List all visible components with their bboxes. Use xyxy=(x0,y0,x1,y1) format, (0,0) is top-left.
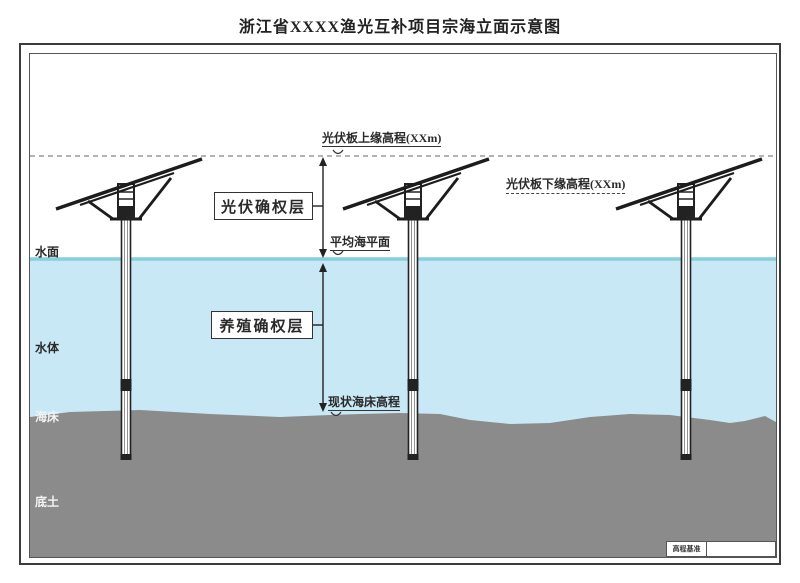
elevation-datum-table: 高程基准 xyxy=(666,541,776,557)
elevation-datum-value xyxy=(706,541,776,557)
seabed-elevation-label: 现状海床高程 xyxy=(328,395,401,412)
water-body-label: 水体 xyxy=(35,341,60,355)
seabed-label: 海床 xyxy=(35,410,60,424)
diagram-canvas: 光伏板上缘高程(XXm) 光伏板下缘高程(XXm) 光伏确权层 平均海平面 养殖… xyxy=(29,53,777,558)
panel-bottom-elevation-label: 光伏板下缘高程(XXm) xyxy=(506,177,626,195)
datum-mark-seabed xyxy=(330,411,342,417)
aquaculture-rights-layer-box: 养殖确权层 xyxy=(211,311,313,339)
water-surface-label: 水面 xyxy=(35,245,60,259)
subsoil-label: 底土 xyxy=(35,495,60,509)
aquaculture-layer-dimension-line xyxy=(313,263,327,412)
pv-rights-layer-box: 光伏确权层 xyxy=(214,192,313,220)
elevation-datum-key: 高程基准 xyxy=(666,541,706,557)
page-title: 浙江省XXXX渔光互补项目宗海立面示意图 xyxy=(238,19,562,36)
pv-layer-dimension-line xyxy=(313,157,327,258)
mean-sea-level-label: 平均海平面 xyxy=(330,235,391,252)
panel-top-elevation-label: 光伏板上缘高程(XXm) xyxy=(322,131,442,148)
datum-mark-panel-top xyxy=(332,149,344,155)
seabed-subsoil-fill xyxy=(30,410,776,557)
section-drawing xyxy=(30,149,776,557)
datum-mark-sea-level xyxy=(332,250,344,256)
